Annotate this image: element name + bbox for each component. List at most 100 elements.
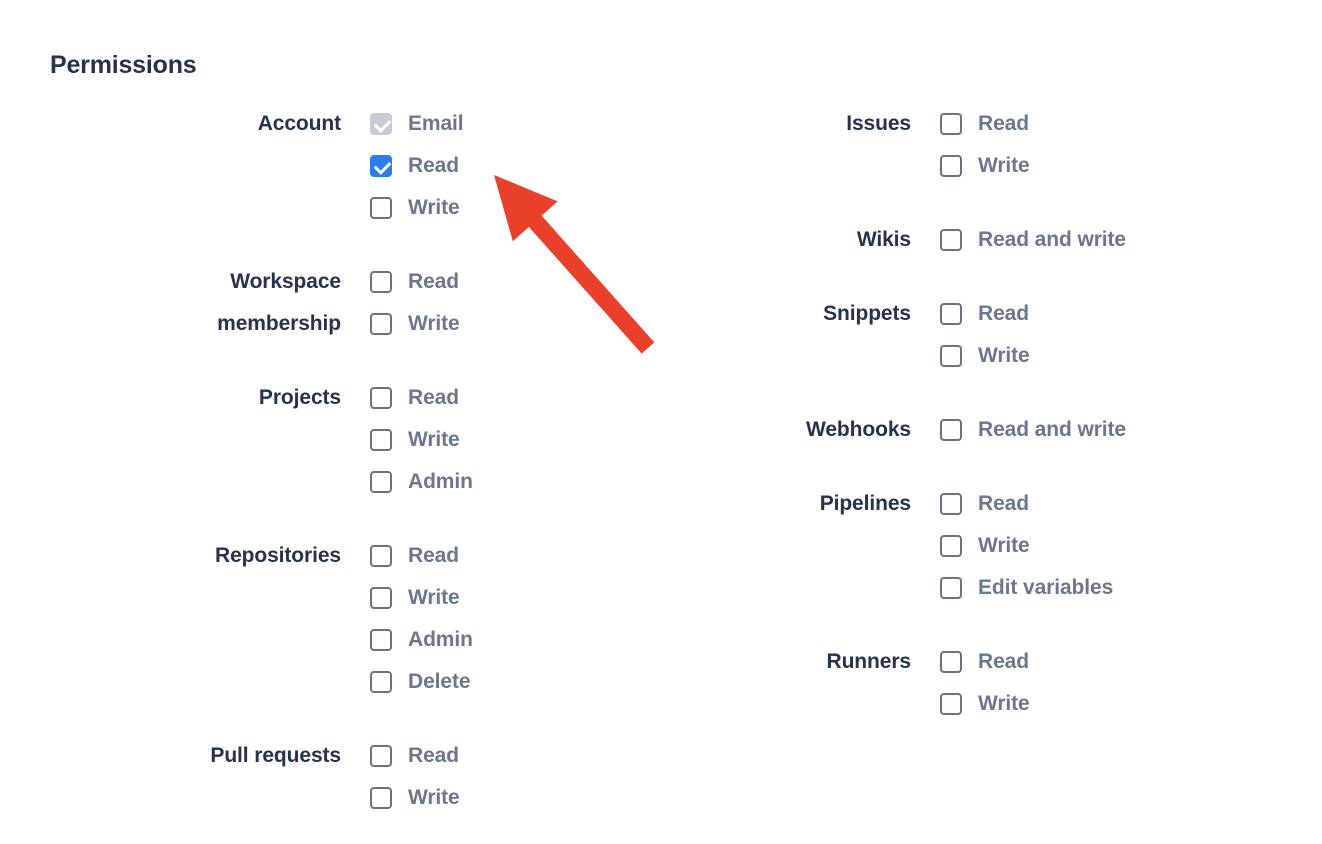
permission-option-row[interactable]: Write (940, 683, 1270, 725)
checkbox-disabled-checked (370, 113, 392, 135)
checkbox-unchecked[interactable] (940, 693, 962, 715)
permission-option-label: Read and write (978, 418, 1126, 441)
permission-option-row[interactable]: Read and write (940, 409, 1270, 451)
permission-option-row[interactable]: Email (370, 103, 660, 145)
permission-option-label: Edit variables (978, 576, 1114, 599)
checkbox-unchecked[interactable] (370, 387, 392, 409)
checkbox-unchecked[interactable] (370, 671, 392, 693)
checkbox-unchecked[interactable] (940, 535, 962, 557)
permission-option-row[interactable]: Write (370, 303, 660, 345)
checkbox-unchecked[interactable] (940, 303, 962, 325)
checkbox-unchecked[interactable] (370, 787, 392, 809)
permission-option-row[interactable]: Admin (370, 619, 660, 661)
permission-option-row[interactable]: Read (370, 261, 660, 303)
permission-group-label: Repositories (215, 544, 341, 567)
permission-option-row[interactable]: Read (370, 735, 660, 777)
permission-option-label: Read (408, 154, 459, 177)
permission-option-label: Write (408, 786, 460, 809)
permission-group-label: Projects (258, 386, 341, 409)
permission-option-label: Read (408, 544, 459, 567)
permission-option-row[interactable]: Write (940, 145, 1270, 187)
permission-option-label: Admin (408, 470, 473, 493)
page-title: Permissions (50, 51, 197, 79)
permission-option-row[interactable]: Write (370, 187, 660, 229)
checkbox-unchecked[interactable] (940, 155, 962, 177)
permission-group-label: Pull requests (210, 744, 341, 767)
checkbox-unchecked[interactable] (940, 419, 962, 441)
checkbox-unchecked[interactable] (370, 545, 392, 567)
permission-option-row[interactable]: Read (940, 641, 1270, 683)
permission-option-row[interactable]: Edit variables (940, 567, 1270, 609)
checkbox-unchecked[interactable] (940, 345, 962, 367)
permission-option-row[interactable]: Write (370, 577, 660, 619)
permission-group-label: Issues (846, 112, 911, 135)
permission-option-label: Read (978, 492, 1029, 515)
permission-option-label: Read and write (978, 228, 1126, 251)
permission-group-label: Snippets (823, 302, 911, 325)
checkbox-unchecked[interactable] (940, 577, 962, 599)
permission-option-row[interactable]: Read (940, 103, 1270, 145)
permission-option-row[interactable]: Read and write (940, 219, 1270, 261)
permission-option-label: Write (978, 344, 1030, 367)
checkbox-unchecked[interactable] (940, 113, 962, 135)
permission-option-list: Read and write (940, 219, 1270, 261)
permission-option-row[interactable]: Delete (370, 661, 660, 703)
permission-option-label: Read (408, 270, 459, 293)
checkbox-unchecked[interactable] (370, 587, 392, 609)
checkbox-unchecked[interactable] (370, 197, 392, 219)
permission-option-row[interactable]: Admin (370, 461, 660, 503)
permission-option-list: Read and write (940, 409, 1270, 451)
checkbox-checked[interactable] (370, 155, 392, 177)
permission-option-label: Write (978, 154, 1030, 177)
checkbox-unchecked[interactable] (370, 429, 392, 451)
permission-option-row[interactable]: Read (940, 483, 1270, 525)
checkbox-unchecked[interactable] (370, 629, 392, 651)
permission-group: Webhooks Read and write (610, 409, 1270, 451)
checkbox-unchecked[interactable] (940, 493, 962, 515)
permission-group-label: Webhooks (806, 418, 911, 441)
checkbox-unchecked[interactable] (940, 651, 962, 673)
permission-group-label: Pipelines (819, 492, 911, 515)
permission-option-label: Write (408, 428, 460, 451)
permission-option-row[interactable]: Write (370, 777, 660, 819)
permission-option-row[interactable]: Write (940, 525, 1270, 567)
permission-option-label: Delete (408, 670, 471, 693)
checkbox-unchecked[interactable] (370, 471, 392, 493)
permission-group-label: Runners (826, 650, 912, 673)
checkbox-unchecked[interactable] (370, 271, 392, 293)
permission-option-label: Write (408, 312, 460, 335)
permission-option-row[interactable]: Write (940, 335, 1270, 377)
permission-option-row[interactable]: Write (370, 419, 660, 461)
permission-option-label: Read (408, 744, 459, 767)
check-icon (373, 157, 392, 175)
permission-option-label: Read (978, 112, 1029, 135)
permission-option-row[interactable]: Read (370, 535, 660, 577)
checkbox-unchecked[interactable] (370, 745, 392, 767)
checkbox-unchecked[interactable] (370, 313, 392, 335)
permission-option-label: Read (978, 650, 1029, 673)
permission-option-label: Read (408, 386, 459, 409)
permission-option-row[interactable]: Read (370, 145, 660, 187)
permission-option-label: Write (408, 196, 460, 219)
permission-option-row[interactable]: Read (370, 377, 660, 419)
permission-option-row[interactable]: Read (940, 293, 1270, 335)
checkbox-unchecked[interactable] (940, 229, 962, 251)
